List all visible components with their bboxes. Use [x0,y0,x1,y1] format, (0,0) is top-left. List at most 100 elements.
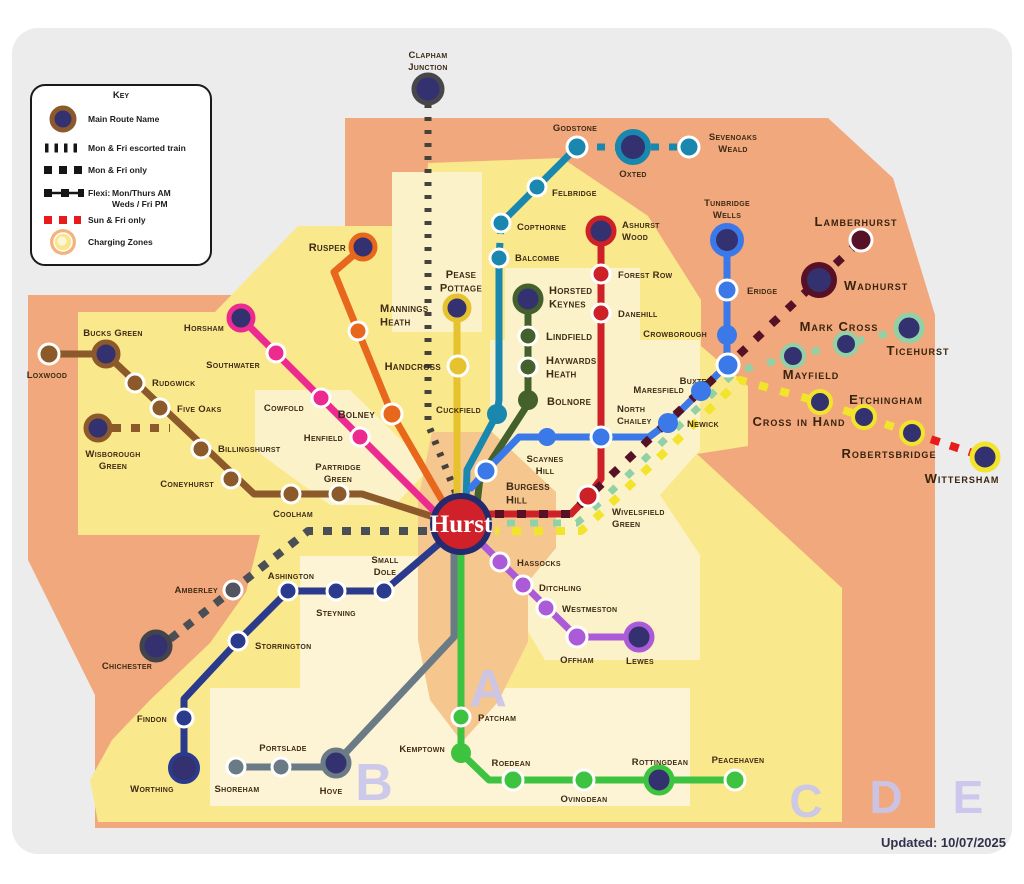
key-item-label: Main Route Name [88,114,160,124]
station-balcombe[interactable] [488,247,510,269]
station-sevenoaks-weald[interactable] [677,135,701,159]
station-handcross[interactable] [446,354,470,378]
label-ditchling: Ditchling [539,583,582,594]
station-wivelsfield-green[interactable] [576,484,600,508]
station-steyning[interactable] [325,580,347,602]
station-pease-pottage[interactable] [442,293,472,323]
station-etchingham[interactable] [851,404,877,430]
station-bolnore[interactable] [518,390,538,410]
station-roedean[interactable] [501,768,525,792]
zone-letter-B: B [355,754,393,812]
station-mannings-heath[interactable] [347,320,369,342]
station-peacehaven[interactable] [723,768,747,792]
hurst-hub[interactable] [430,493,492,555]
label-roedean: Roedean [492,758,531,769]
station-eridge[interactable] [715,278,739,302]
station-storrington[interactable] [227,630,249,652]
label-forest-row: Forest Row [618,270,673,281]
station-loxwood[interactable] [37,342,61,366]
station-ticehurst[interactable] [893,312,925,344]
station-bucks-green[interactable] [91,339,121,369]
station-portslade[interactable] [270,756,292,778]
station-small-dole[interactable] [373,580,395,602]
station-patcham[interactable] [450,706,472,728]
station-danehill[interactable] [590,302,612,324]
station-oxted[interactable] [615,129,651,165]
station-wittersham[interactable] [969,441,1001,473]
label-billingshurst: Billingshurst [218,444,281,455]
label-horsham: Horsham [184,323,224,334]
label-steyning: Steyning [316,608,356,619]
station-bolney[interactable] [380,402,404,426]
station-wisborough-green[interactable] [83,413,113,443]
key-station-icon [49,105,77,133]
station-findon[interactable] [173,707,195,729]
station-hassocks[interactable] [489,551,511,573]
station-ditchling[interactable] [512,574,534,596]
label-oxted: Oxted [619,169,647,180]
station-wadhurst[interactable] [801,262,837,298]
station-burgess-hill[interactable] [474,459,498,483]
label-cowfold: Cowfold [264,403,304,414]
station-coneyhurst[interactable] [220,468,242,490]
station-coolham[interactable] [280,483,302,505]
station-newick[interactable] [658,413,678,433]
station-southwater[interactable] [265,342,287,364]
station-forest-row[interactable] [590,263,612,285]
label-godstone: Godstone [553,123,597,134]
station-lamberhurst[interactable] [848,227,874,253]
station-maresfield[interactable] [691,381,711,401]
station-rottingdean[interactable] [643,764,675,796]
label-southwater: Southwater [206,360,260,371]
station-ashington[interactable] [277,580,299,602]
station-partridge-green[interactable] [328,483,350,505]
station-tunbridge-wells[interactable] [710,223,744,257]
station-horsham[interactable] [226,303,256,333]
label-balcombe: Balcombe [515,253,560,264]
station-hove[interactable] [320,747,352,779]
station-felbridge[interactable] [526,176,548,198]
label-shoreham: Shoreham [215,784,260,795]
station-westmeston[interactable] [535,597,557,619]
station-kemptown[interactable] [451,743,471,763]
station-chichester[interactable] [139,629,173,663]
station-north-chailey[interactable] [589,425,613,449]
station-cuckfield[interactable] [487,404,507,424]
station-robertsbridge[interactable] [899,420,925,446]
key-title: Key [113,90,130,101]
station-cowfold[interactable] [310,387,332,409]
station-scaynes-hill[interactable] [538,428,556,446]
station-copthorne[interactable] [490,212,512,234]
station-clapham-junction[interactable] [411,72,445,106]
station-godstone[interactable] [565,135,589,159]
station-horsted-keynes[interactable] [512,283,544,315]
station-rudgwick[interactable] [124,372,146,394]
station-ashurst-wood[interactable] [585,215,617,247]
station-amberley[interactable] [222,579,244,601]
label-offham: Offham [560,655,594,666]
label-ticehurst: Ticehurst [887,343,950,358]
station-five-oaks[interactable] [149,397,171,419]
station-haywards-heath[interactable] [517,356,539,378]
station-ovingdean[interactable] [572,768,596,792]
station-worthing[interactable] [168,752,200,784]
station-billingshurst[interactable] [190,438,212,460]
station-shoreham[interactable] [225,756,247,778]
station-cross-in-hand[interactable] [807,389,833,415]
station-mayfield[interactable] [780,343,806,369]
station-rusper[interactable] [348,232,378,262]
station-offham[interactable] [565,625,589,649]
station-lewes[interactable] [623,621,655,653]
station-lindfield[interactable] [517,325,539,347]
label-wadhurst: Wadhurst [844,278,908,293]
station-buxted[interactable] [715,352,741,378]
station-crowborough[interactable] [717,325,737,345]
station-mark-cross[interactable] [833,331,859,357]
updated-date: Updated: 10/07/2025 [880,835,1006,850]
station-henfield[interactable] [349,426,371,448]
